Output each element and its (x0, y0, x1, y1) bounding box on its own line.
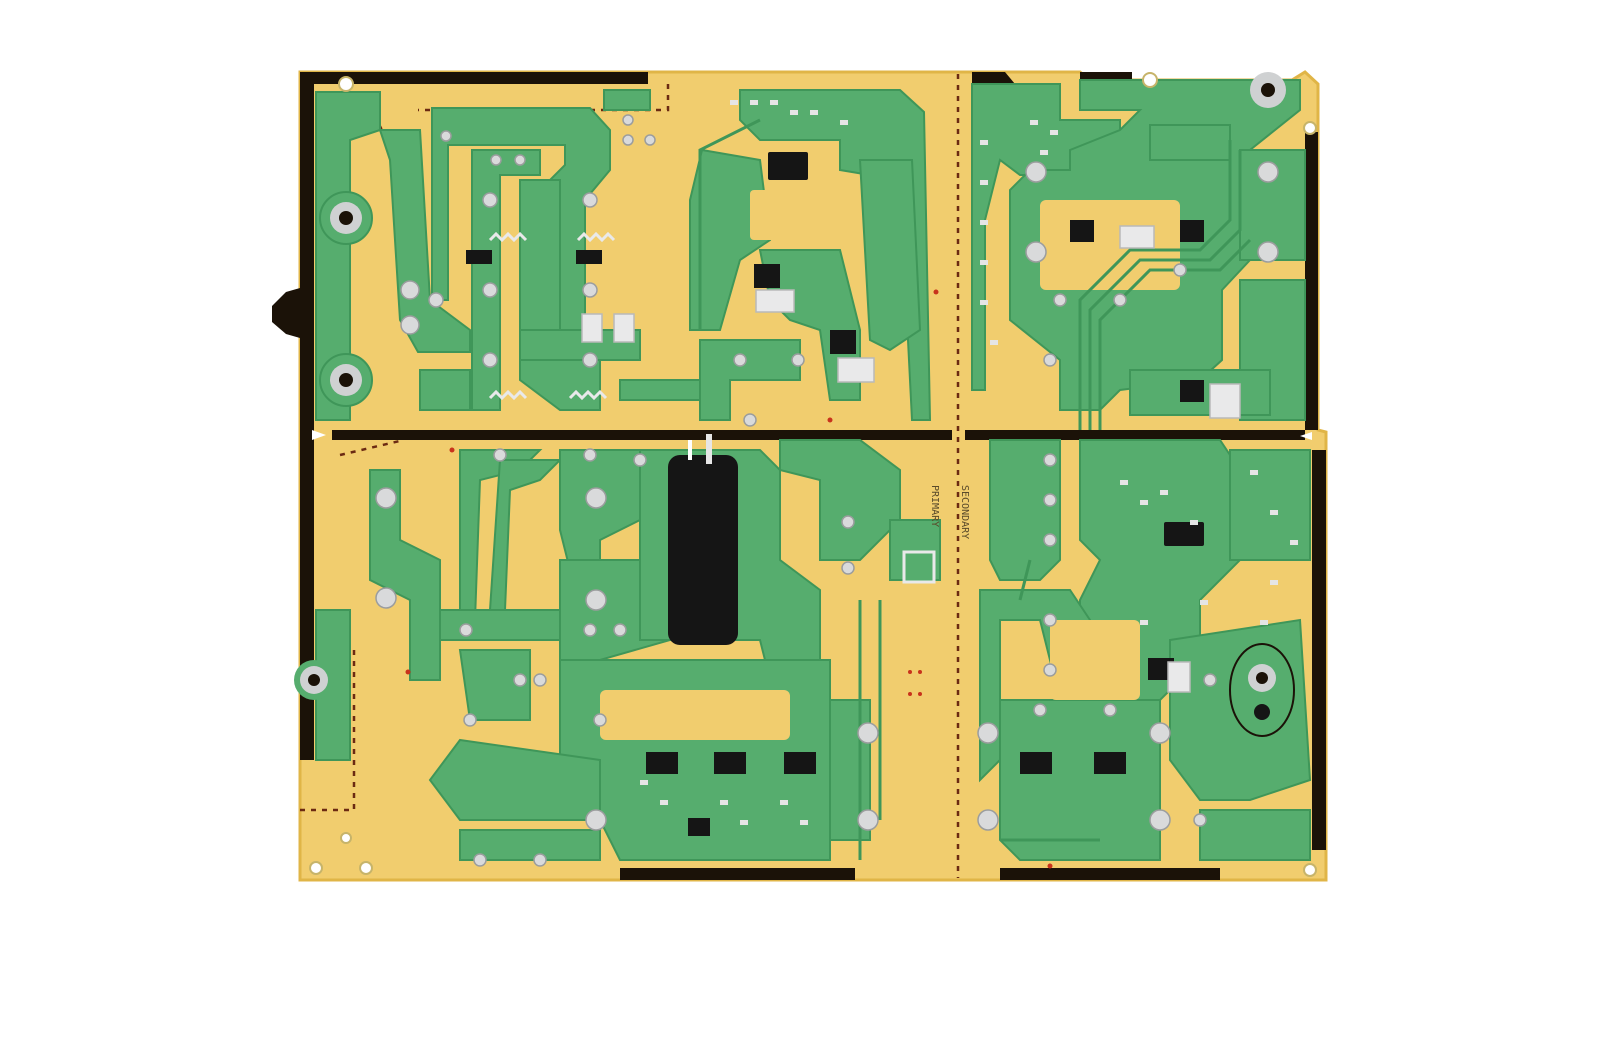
bulk-capacitor (668, 455, 738, 645)
trace-areas (315, 79, 1312, 861)
substrate-gaps (600, 190, 1180, 740)
divider-rail-right (965, 430, 1305, 440)
smd-components (466, 152, 1204, 836)
divider-rail-left (332, 430, 952, 440)
solder-pads (375, 114, 1279, 867)
inductor-marks (488, 231, 616, 401)
smd-passive-parts (640, 100, 1298, 825)
secondary-label: SECONDARY (959, 485, 970, 539)
thermal-pads (581, 225, 1241, 693)
primary-label: PRIMARY (929, 485, 940, 527)
red-marks (405, 289, 1053, 869)
mounting-pads (294, 72, 1317, 877)
